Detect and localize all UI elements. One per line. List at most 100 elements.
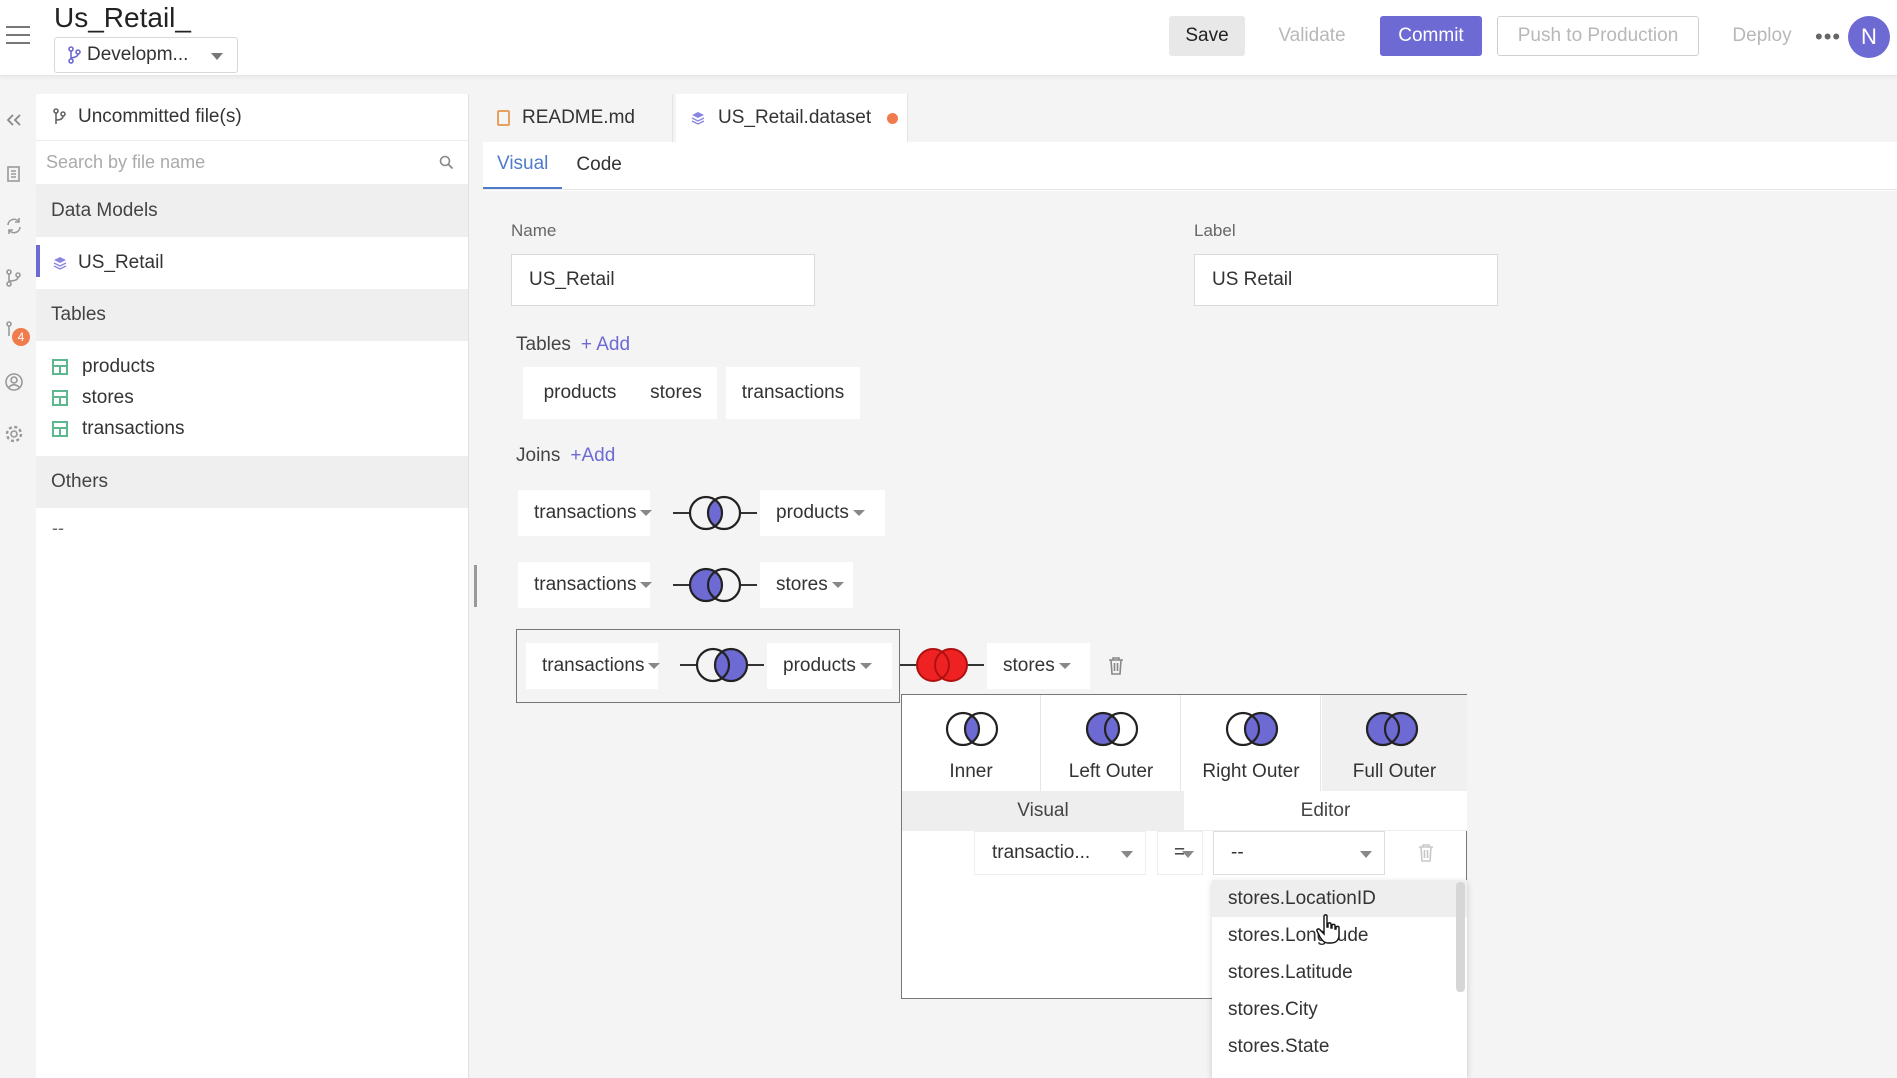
git-branch-icon (68, 46, 81, 64)
left-outer-join-icon[interactable] (673, 567, 757, 603)
commit-button[interactable]: Commit (1380, 16, 1482, 56)
tab-readme[interactable]: README.md (483, 94, 673, 142)
table-select-label: stores (1003, 655, 1055, 676)
table-select-label: products (783, 655, 856, 676)
save-button[interactable]: Save (1169, 16, 1245, 56)
join-type-label: Inner (949, 761, 993, 782)
tables-heading: Tables+ Add (516, 334, 630, 356)
dataset-icon (53, 257, 67, 270)
uncommitted-badge: 4 (12, 328, 30, 346)
join1-right-table[interactable]: products (760, 490, 885, 536)
sync-icon[interactable] (4, 216, 24, 236)
tab-label: US_Retail.dataset (718, 107, 872, 128)
option-stores-city[interactable]: stores.City (1228, 998, 1318, 1020)
join-type-left-outer[interactable]: Left Outer (1042, 695, 1181, 791)
user-avatar[interactable]: N (1848, 16, 1890, 58)
join3-inner-right-table[interactable]: products (767, 643, 892, 689)
field-options-dropdown: stores.LocationID stores.Longitude store… (1212, 880, 1467, 1078)
left-outer-join-icon (1085, 711, 1139, 747)
operator-value: = (1174, 842, 1186, 863)
join3-right-table[interactable]: stores (987, 643, 1090, 689)
section-data-models[interactable]: Data Models (36, 185, 468, 237)
caret-down-icon (859, 663, 872, 669)
condition-right-field[interactable]: -- (1213, 831, 1385, 875)
section-others[interactable]: Others (36, 456, 468, 508)
sidebar-item-us-retail[interactable]: US_Retail (36, 237, 468, 289)
join-type-right-outer[interactable]: Right Outer (1182, 695, 1321, 791)
chevron-down-icon (1360, 851, 1372, 858)
option-stores-latitude[interactable]: stores.Latitude (1228, 961, 1353, 983)
sidebar-item-stores[interactable]: stores (52, 382, 468, 413)
table-chip-transactions[interactable]: transactions (726, 367, 860, 419)
table-chip-products[interactable]: products (523, 367, 637, 419)
data-model-label: US_Retail (78, 252, 164, 273)
tab-visual[interactable]: Visual (483, 141, 563, 189)
git-commit-icon[interactable] (4, 320, 24, 340)
table-select-label: products (776, 502, 849, 523)
document-icon (497, 110, 510, 126)
git-branch-icon[interactable] (4, 268, 24, 288)
branch-dropdown[interactable]: Developm... (54, 37, 238, 73)
hamburger-menu-icon[interactable] (6, 26, 30, 46)
validate-button[interactable]: Validate (1278, 25, 1346, 46)
tab-join-visual[interactable]: Visual (902, 791, 1184, 831)
app-header: Us_Retail_ Developm... Save Validate Com… (0, 0, 1897, 76)
tab-code[interactable]: Code (576, 154, 622, 175)
file-search (36, 141, 468, 185)
add-join-button[interactable]: +Add (570, 445, 616, 466)
add-table-button[interactable]: + Add (580, 334, 631, 355)
sidebar-item-transactions[interactable]: transactions (52, 413, 468, 444)
files-icon[interactable] (4, 164, 24, 184)
name-field[interactable]: US_Retail (511, 254, 815, 306)
search-icon[interactable] (439, 155, 454, 170)
join-type-popover: Inner Left Outer Right Outer Full Outer … (901, 694, 1467, 999)
option-stores-state[interactable]: stores.State (1228, 1035, 1330, 1057)
join-type-label: Full Outer (1352, 761, 1437, 782)
trash-icon[interactable] (1107, 656, 1125, 676)
more-options-icon[interactable]: ••• (1815, 24, 1842, 49)
search-input[interactable] (46, 152, 426, 173)
table-icon (52, 389, 68, 406)
join2-left-table[interactable]: transactions (518, 562, 653, 608)
caret-down-icon (640, 582, 653, 588)
dropdown-scrollbar[interactable] (1456, 882, 1465, 992)
branch-name: Developm... (87, 44, 189, 65)
right-outer-join-icon[interactable] (680, 647, 764, 683)
join-type-label: Left Outer (1068, 761, 1154, 782)
chevron-down-icon (1182, 851, 1194, 858)
join2-right-table[interactable]: stores (760, 562, 853, 608)
caret-down-icon (852, 510, 865, 516)
condition-operator[interactable]: = (1157, 831, 1203, 875)
section-tables[interactable]: Tables (36, 289, 468, 341)
caret-down-icon (640, 510, 653, 516)
tables-list: products stores transactions (36, 341, 468, 456)
join-type-full-outer[interactable]: Full Outer (1322, 695, 1467, 791)
label-field[interactable]: US Retail (1194, 254, 1498, 306)
tab-us-retail-dataset[interactable]: US_Retail.dataset (676, 94, 908, 142)
view-tabs: Visual Code (483, 142, 1897, 190)
join-type-inner[interactable]: Inner (902, 695, 1041, 791)
tab-join-editor[interactable]: Editor (1184, 791, 1467, 831)
table-label: products (82, 355, 155, 377)
trash-icon[interactable] (1417, 843, 1435, 863)
join3-left-table[interactable]: transactions (526, 643, 661, 689)
inner-join-icon (945, 711, 999, 747)
chevron-down-icon (1121, 851, 1133, 858)
join1-left-table[interactable]: transactions (518, 490, 653, 536)
panel-resize-handle[interactable] (474, 565, 477, 607)
sidebar-item-products[interactable]: products (52, 351, 468, 382)
chevron-down-icon (211, 53, 223, 60)
condition-left-field[interactable]: transactio... (974, 831, 1146, 875)
push-to-production-button[interactable]: Push to Production (1497, 16, 1699, 56)
table-icon (52, 358, 68, 375)
collapse-icon[interactable] (4, 110, 24, 130)
full-outer-join-icon[interactable] (900, 647, 984, 683)
inner-join-icon[interactable] (673, 495, 757, 531)
deploy-button[interactable]: Deploy (1732, 25, 1792, 46)
option-stores-locationid[interactable]: stores.LocationID (1212, 880, 1467, 917)
table-chip-stores[interactable]: stores (635, 367, 717, 419)
user-circle-icon[interactable] (4, 372, 24, 392)
gear-icon[interactable] (4, 424, 24, 444)
table-label: transactions (82, 417, 185, 439)
table-icon (52, 420, 68, 437)
